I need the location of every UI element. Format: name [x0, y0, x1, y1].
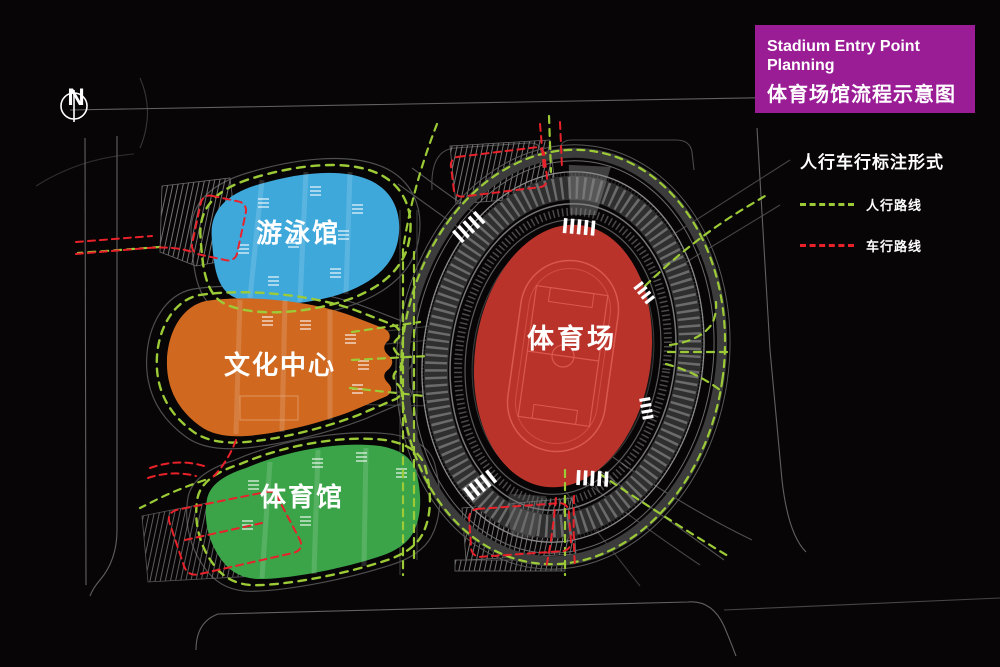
road-left-inner	[89, 136, 118, 597]
legend-title: 人行车行标注形式	[800, 153, 944, 172]
road-se-4	[565, 491, 641, 587]
pool-label: 游泳馆	[256, 218, 340, 248]
north-label: N	[67, 84, 85, 111]
vehicle-southwest-parking-loop	[167, 490, 303, 576]
stadium-roof-edge	[421, 171, 705, 543]
pedestrian-southeast	[598, 472, 730, 558]
stadium-field-group	[473, 224, 653, 488]
pedestrian-corridor-links	[348, 320, 430, 398]
vehicle-northwest-parking-loop	[190, 194, 248, 262]
pedestrian-stadium-ring	[399, 148, 727, 566]
vehicle-routes	[75, 121, 576, 576]
road-bottom-right	[723, 597, 1000, 611]
culture-roof-detail	[239, 395, 299, 421]
vehicle-west-link	[75, 235, 193, 255]
north-arrow-icon	[60, 90, 88, 122]
pedestrian-northeast	[643, 194, 767, 288]
vehicle-southwest-parking-aisle	[184, 522, 263, 541]
stadium-bowl-edge	[464, 219, 662, 495]
road-left-outer	[84, 137, 87, 586]
stadium-walkway-hatch	[454, 207, 672, 507]
vehicle-culture-south-link	[211, 439, 237, 479]
stadium-ring-road	[398, 147, 728, 567]
legend-item-vehicle: 车行路线	[800, 236, 990, 255]
title-line-cn: 体育场馆流程示意图	[767, 84, 956, 107]
stadium-outer-edge	[395, 144, 731, 570]
pedestrian-gym-west-link	[138, 478, 207, 510]
gym-label: 体育馆	[260, 482, 344, 512]
running-track	[506, 259, 620, 453]
vehicle-south-entry	[545, 495, 576, 569]
pedestrian-routes	[76, 114, 767, 587]
vehicle-south-parking-loop	[468, 502, 572, 558]
pedestrian-east-branch-down	[664, 362, 722, 392]
pedestrian-north-entry	[547, 114, 553, 174]
title-box: Stadium Entry Point Planning 体育场馆流程示意图	[755, 25, 975, 113]
vehicle-route-swatch	[800, 244, 854, 247]
legend: 人行车行标注形式 人行路线 车行路线	[800, 148, 990, 255]
pedestrian-east-branch-up	[668, 300, 718, 347]
culture-label: 文化中心	[224, 350, 336, 380]
parcel-north-right	[559, 139, 695, 171]
venues-layer	[166, 167, 653, 580]
pedestrian-route-swatch	[800, 203, 854, 206]
vehicle-north-parking-loop	[449, 146, 549, 198]
pedestrian-central-1	[401, 122, 439, 577]
legend-item-pedestrian: 人行路线	[800, 195, 990, 214]
pedestrian-route-label: 人行路线	[866, 198, 923, 213]
road-bottom	[195, 601, 737, 657]
venue-labels: 游泳馆 文化中心 体育馆 体育场	[224, 218, 617, 512]
title-line-en-1: Stadium Entry Point	[767, 38, 920, 55]
road-arc-west	[35, 153, 135, 187]
venue-roof-streaks	[233, 171, 369, 579]
vehicle-route-label: 车行路线	[866, 239, 923, 254]
stadium-north-gate	[568, 164, 611, 216]
stadium-label: 体育场	[527, 323, 617, 354]
north-indicator: N	[56, 84, 96, 122]
road-arc-northwest	[139, 77, 148, 149]
vehicle-gym-west-link	[147, 461, 205, 479]
title-line-en-2: Planning	[767, 57, 835, 75]
stadium-stands-inner-edge	[449, 202, 677, 512]
vehicle-north-entry	[539, 121, 563, 171]
road-right-vertical	[756, 127, 807, 553]
stadium-stands	[424, 175, 702, 539]
